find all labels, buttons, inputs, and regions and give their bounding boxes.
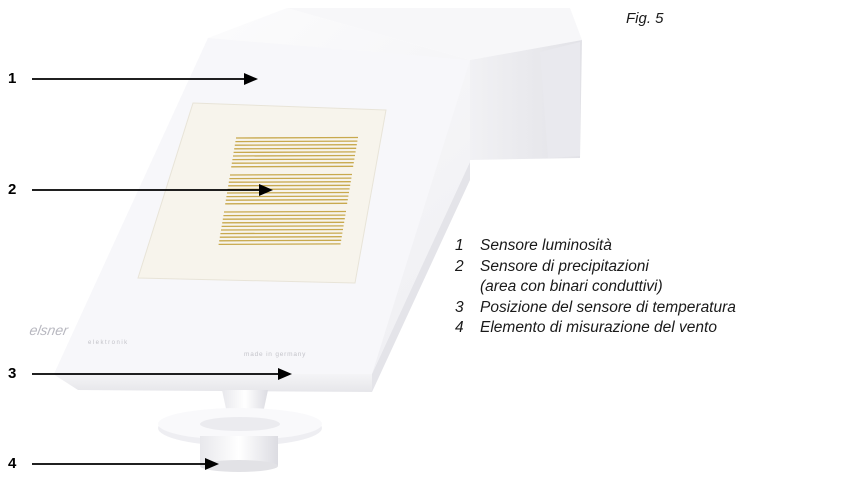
- legend-item-4: 4 Elemento di misurazione del vento: [455, 318, 840, 339]
- legend-number: 1: [455, 237, 464, 254]
- legend-item-2: 2 Sensore di precipitazioni: [455, 257, 840, 278]
- legend-number: 2: [455, 257, 464, 275]
- arrow-2: [32, 184, 273, 196]
- arrow-3: [32, 368, 292, 380]
- brand-logo-subtext: elektronik: [88, 340, 129, 346]
- conductive-tracks: [218, 136, 359, 246]
- arrow-1: [32, 73, 258, 85]
- legend-item-3: 3 Posizione del sensore di temperatura: [455, 298, 840, 319]
- product-print: made in germany: [244, 351, 306, 358]
- figure-label: Fig. 5: [626, 10, 664, 27]
- legend-text: Posizione del sensore di temperatura: [480, 298, 736, 316]
- callout-number-2: 2: [8, 181, 17, 198]
- legend-number: 3: [455, 298, 464, 316]
- legend-list: 1 Sensore luminosità 2 Sensore di precip…: [455, 236, 840, 339]
- brand-logo: elsner: [28, 322, 70, 338]
- legend-item-1: 1 Sensore luminosità: [455, 236, 840, 257]
- legend-text: Sensore luminosità: [480, 237, 612, 254]
- legend-text: (area con binari conduttivi): [480, 278, 663, 295]
- arrow-4: [32, 458, 219, 470]
- housing-rear-arm: [287, 8, 582, 160]
- callout-number-3: 3: [8, 365, 17, 382]
- callout-arrows: [32, 73, 292, 470]
- legend-number: 4: [455, 319, 464, 336]
- legend-text: Sensore di precipitazioni: [480, 257, 649, 275]
- wind-measuring-element: [158, 390, 322, 472]
- legend-item-2-continued: (area con binari conduttivi): [455, 277, 840, 298]
- legend-text: Elemento di misurazione del vento: [480, 319, 717, 336]
- callout-number-4: 4: [8, 455, 17, 472]
- callout-number-1: 1: [8, 70, 17, 87]
- housing-front-edge: [50, 162, 470, 392]
